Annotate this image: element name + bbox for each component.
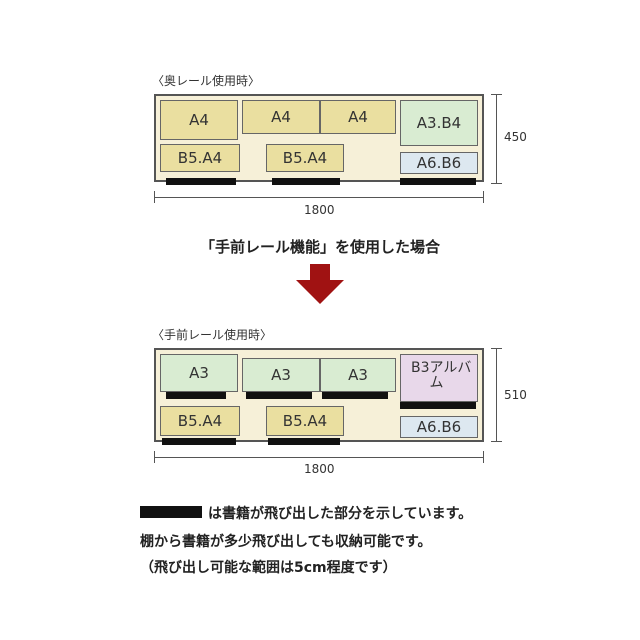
- top-height-dim-tick-top: [491, 94, 502, 95]
- top-width-dim-tick-left: [154, 191, 155, 203]
- section-heading: 「手前レール機能」を使用した場合: [199, 238, 440, 256]
- bottom-overhang-bar-4: [400, 402, 476, 409]
- top-box-a4-3: A4: [320, 100, 396, 134]
- bottom-caption: 〈手前レール使用時〉: [152, 328, 273, 342]
- bottom-box-b5a4-2: B5.A4: [266, 406, 344, 436]
- top-caption: 〈奥レール使用時〉: [152, 74, 261, 88]
- top-height-dim-label: 450: [504, 130, 527, 144]
- bottom-width-dim-line: [154, 457, 484, 458]
- bottom-box-a3-3: A3: [320, 358, 396, 392]
- bottom-width-dim-label: 1800: [304, 462, 335, 476]
- bottom-overhang-bar-1: [166, 392, 226, 399]
- note-line-3: （飛び出し可能な範囲は5cm程度です）: [140, 560, 397, 576]
- bottom-height-dim-line: [496, 348, 497, 442]
- legend-swatch: [140, 506, 202, 518]
- bottom-overhang-bar-5: [162, 438, 236, 445]
- top-width-dim-line: [154, 197, 484, 198]
- bottom-cabinet: A3 A3 A3 B3 アルバム B5.A4 B5.A4 A6.B6: [154, 348, 484, 442]
- bottom-overhang-bar-2: [246, 392, 312, 399]
- top-overhang-bar-3: [400, 178, 476, 185]
- top-height-dim-tick-bottom: [491, 183, 502, 184]
- top-box-a6b6: A6.B6: [400, 152, 478, 174]
- bottom-box-b3-label: B3: [411, 360, 430, 376]
- bottom-box-a3-1: A3: [160, 354, 238, 392]
- bottom-box-b3-album: B3 アルバム: [400, 354, 478, 402]
- top-height-dim-line: [496, 94, 497, 184]
- bottom-box-a3-2: A3: [242, 358, 320, 392]
- top-overhang-bar-2: [272, 178, 340, 185]
- top-box-a4-2: A4: [242, 100, 320, 134]
- bottom-box-a6b6: A6.B6: [400, 416, 478, 438]
- bottom-overhang-bar-6: [268, 438, 340, 445]
- bottom-box-album-label: アルバム: [429, 360, 472, 392]
- top-width-dim-label: 1800: [304, 203, 335, 217]
- bottom-width-dim-tick-left: [154, 451, 155, 463]
- top-box-b5a4-2: B5.A4: [266, 144, 344, 172]
- bottom-overhang-bar-3: [322, 392, 388, 399]
- top-cabinet: A4 A4 A4 A3.B4 B5.A4 B5.A4 A6.B6: [154, 94, 484, 182]
- note-line-1: は書籍が飛び出した部分を示しています。: [208, 506, 473, 522]
- top-box-b5a4-1: B5.A4: [160, 144, 240, 172]
- note-line-2: 棚から書籍が多少飛び出しても収納可能です。: [140, 534, 432, 550]
- bottom-width-dim-tick-right: [483, 451, 484, 463]
- bottom-height-dim-label: 510: [504, 388, 527, 402]
- top-box-a3b4: A3.B4: [400, 100, 478, 146]
- bottom-height-dim-tick-bottom: [491, 441, 502, 442]
- bottom-height-dim-tick-top: [491, 348, 502, 349]
- top-box-a4-1: A4: [160, 100, 238, 140]
- top-width-dim-tick-right: [483, 191, 484, 203]
- bottom-box-b5a4-1: B5.A4: [160, 406, 240, 436]
- top-overhang-bar-1: [166, 178, 236, 185]
- down-arrow-icon: [296, 264, 344, 304]
